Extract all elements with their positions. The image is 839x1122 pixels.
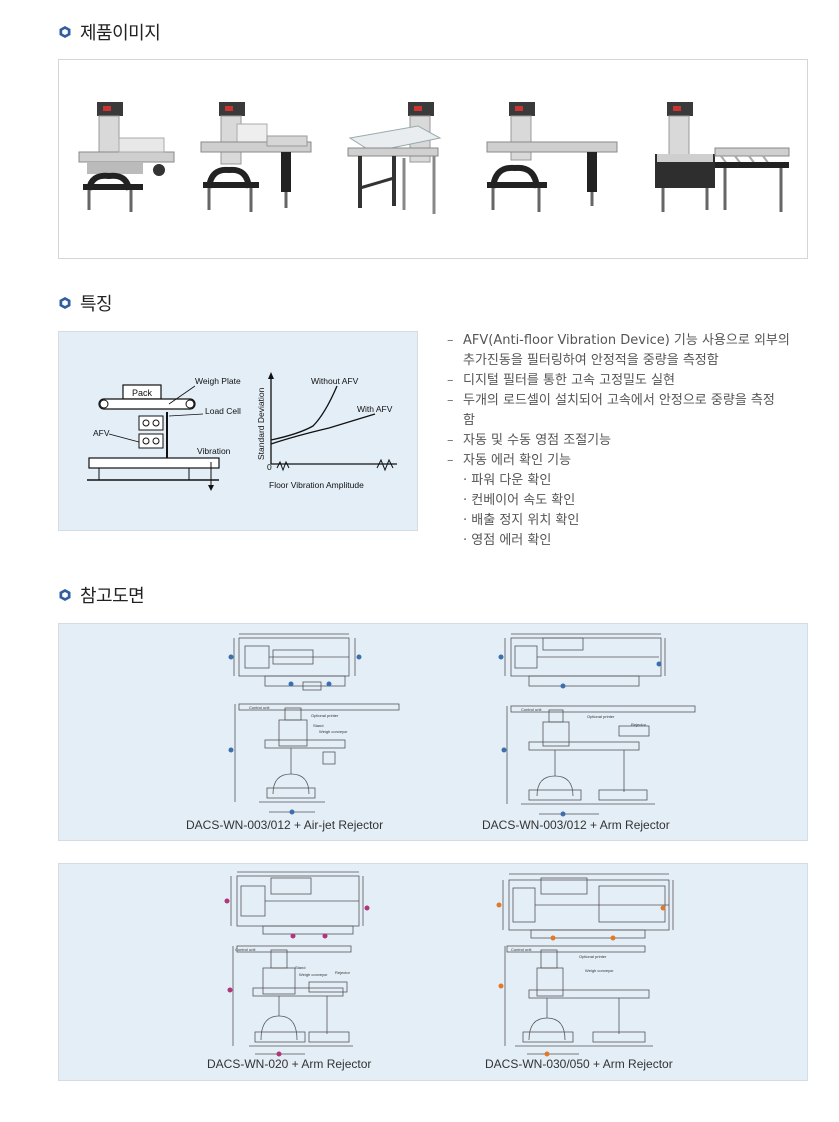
section-title: 참고도면 — [80, 586, 145, 607]
y-axis-label: Standard Deviation — [256, 387, 266, 460]
weigh-conveyor-label: Weigh conveyor — [299, 972, 328, 977]
feature-item: 디지털 필터를 통한 고속 고정밀도 실현 — [447, 371, 807, 391]
drawing-caption: DACS-WN-020 + Arm Rejector — [207, 1057, 372, 1071]
dimension-markers-2 — [498, 654, 662, 817]
drawing-panel-2: Control unit Stand Weigh conveyor Reject… — [58, 863, 808, 1081]
optional-printer-label: Optional printer — [311, 713, 339, 718]
drawing-air-jet-rejector — [233, 633, 400, 813]
section-title: 제품이미지 — [80, 23, 161, 44]
section-header-features: 특징 — [58, 290, 113, 316]
section-header-drawings: 참고도면 — [58, 582, 145, 608]
hexagon-bullet-icon — [59, 297, 71, 309]
vibration-label: Vibration — [197, 446, 231, 456]
technical-drawings-row-2: Control unit Stand Weigh conveyor Reject… — [224, 871, 674, 1057]
weigh-conveyor-label: Weigh conveyor — [319, 729, 348, 734]
feature-list: AFV(Anti-floor Vibration Device) 기능 사용으로… — [447, 331, 807, 551]
feature-item: AFV(Anti-floor Vibration Device) 기능 사용으로… — [447, 331, 807, 371]
product-image-5 — [655, 102, 790, 212]
optional-printer-label: Optional printer — [579, 954, 607, 959]
with-afv-label: With AFV — [357, 404, 393, 414]
optional-printer-label: Optional printer — [587, 714, 615, 719]
feature-item: 자동 에러 확인 기능 — [447, 451, 807, 471]
feature-subitem: · 배출 정지 위치 확인 — [463, 513, 580, 528]
product-image-1 — [78, 102, 175, 212]
drawing-caption: DACS-WN-003/012 + Air-jet Rejector — [186, 818, 384, 832]
weigh-conveyor-label: Weigh conveyor — [585, 968, 614, 973]
product-image-3 — [347, 102, 442, 214]
drawing-caption: DACS-WN-030/050 + Arm Rejector — [485, 1057, 673, 1071]
without-afv-label: Without AFV — [311, 376, 359, 386]
technical-drawings-row-1: Control unit Optional printer Stand Weig… — [228, 633, 696, 817]
control-unit-label: Control unit — [511, 947, 532, 952]
rejector-label: Rejector — [335, 970, 351, 975]
load-cell-label: Load Cell — [205, 406, 241, 416]
dimension-markers-4 — [496, 902, 666, 1057]
drawing-030-050-arm-rejector — [502, 873, 674, 1055]
pack-label: Pack — [132, 388, 153, 398]
drawing-caption: DACS-WN-003/012 + Arm Rejector — [482, 818, 670, 832]
stand-label: Stand — [313, 723, 323, 728]
control-unit-label: Control unit — [249, 705, 270, 710]
origin-label: 0 — [267, 462, 272, 472]
afv-label: AFV — [93, 428, 110, 438]
weigh-plate-label: Weigh Plate — [195, 376, 241, 386]
rejector-label: Rejector — [631, 722, 647, 727]
product-image-4 — [486, 102, 618, 212]
drawing-020-arm-rejector — [230, 871, 364, 1055]
afv-diagram-svg: Pack Weigh Plate Load Cell AFV Vibration… — [87, 372, 397, 491]
x-axis-label: Floor Vibration Amplitude — [269, 480, 364, 490]
feature-item: 두개의 로드셀이 설치되어 고속에서 안정으로 중량을 측정함 — [447, 391, 807, 431]
dimension-markers-1 — [228, 654, 362, 815]
hexagon-bullet-icon — [59, 589, 71, 601]
product-image-2 — [200, 102, 312, 212]
drawing-panel-1: Control unit Optional printer Stand Weig… — [58, 623, 808, 841]
feature-subitem: · 컨베이어 속도 확인 — [463, 493, 576, 508]
feature-item: 자동 및 수동 영점 조절기능 — [447, 431, 807, 451]
drawing-arm-rejector — [504, 633, 696, 815]
control-unit-label: Control unit — [235, 947, 256, 952]
hexagon-bullet-icon — [59, 26, 71, 38]
section-header-product-images: 제품이미지 — [58, 19, 161, 45]
control-unit-label: Control unit — [521, 707, 542, 712]
section-title: 특징 — [80, 294, 113, 315]
product-images — [78, 102, 790, 214]
stand-label: Stand — [295, 965, 305, 970]
feature-subitem: · 영점 에러 확인 — [463, 533, 552, 548]
feature-subitem: · 파워 다운 확인 — [463, 473, 552, 488]
dimension-markers-3 — [224, 898, 370, 1057]
product-image-gallery — [58, 59, 808, 259]
afv-diagram: Pack Weigh Plate Load Cell AFV Vibration… — [58, 331, 418, 531]
